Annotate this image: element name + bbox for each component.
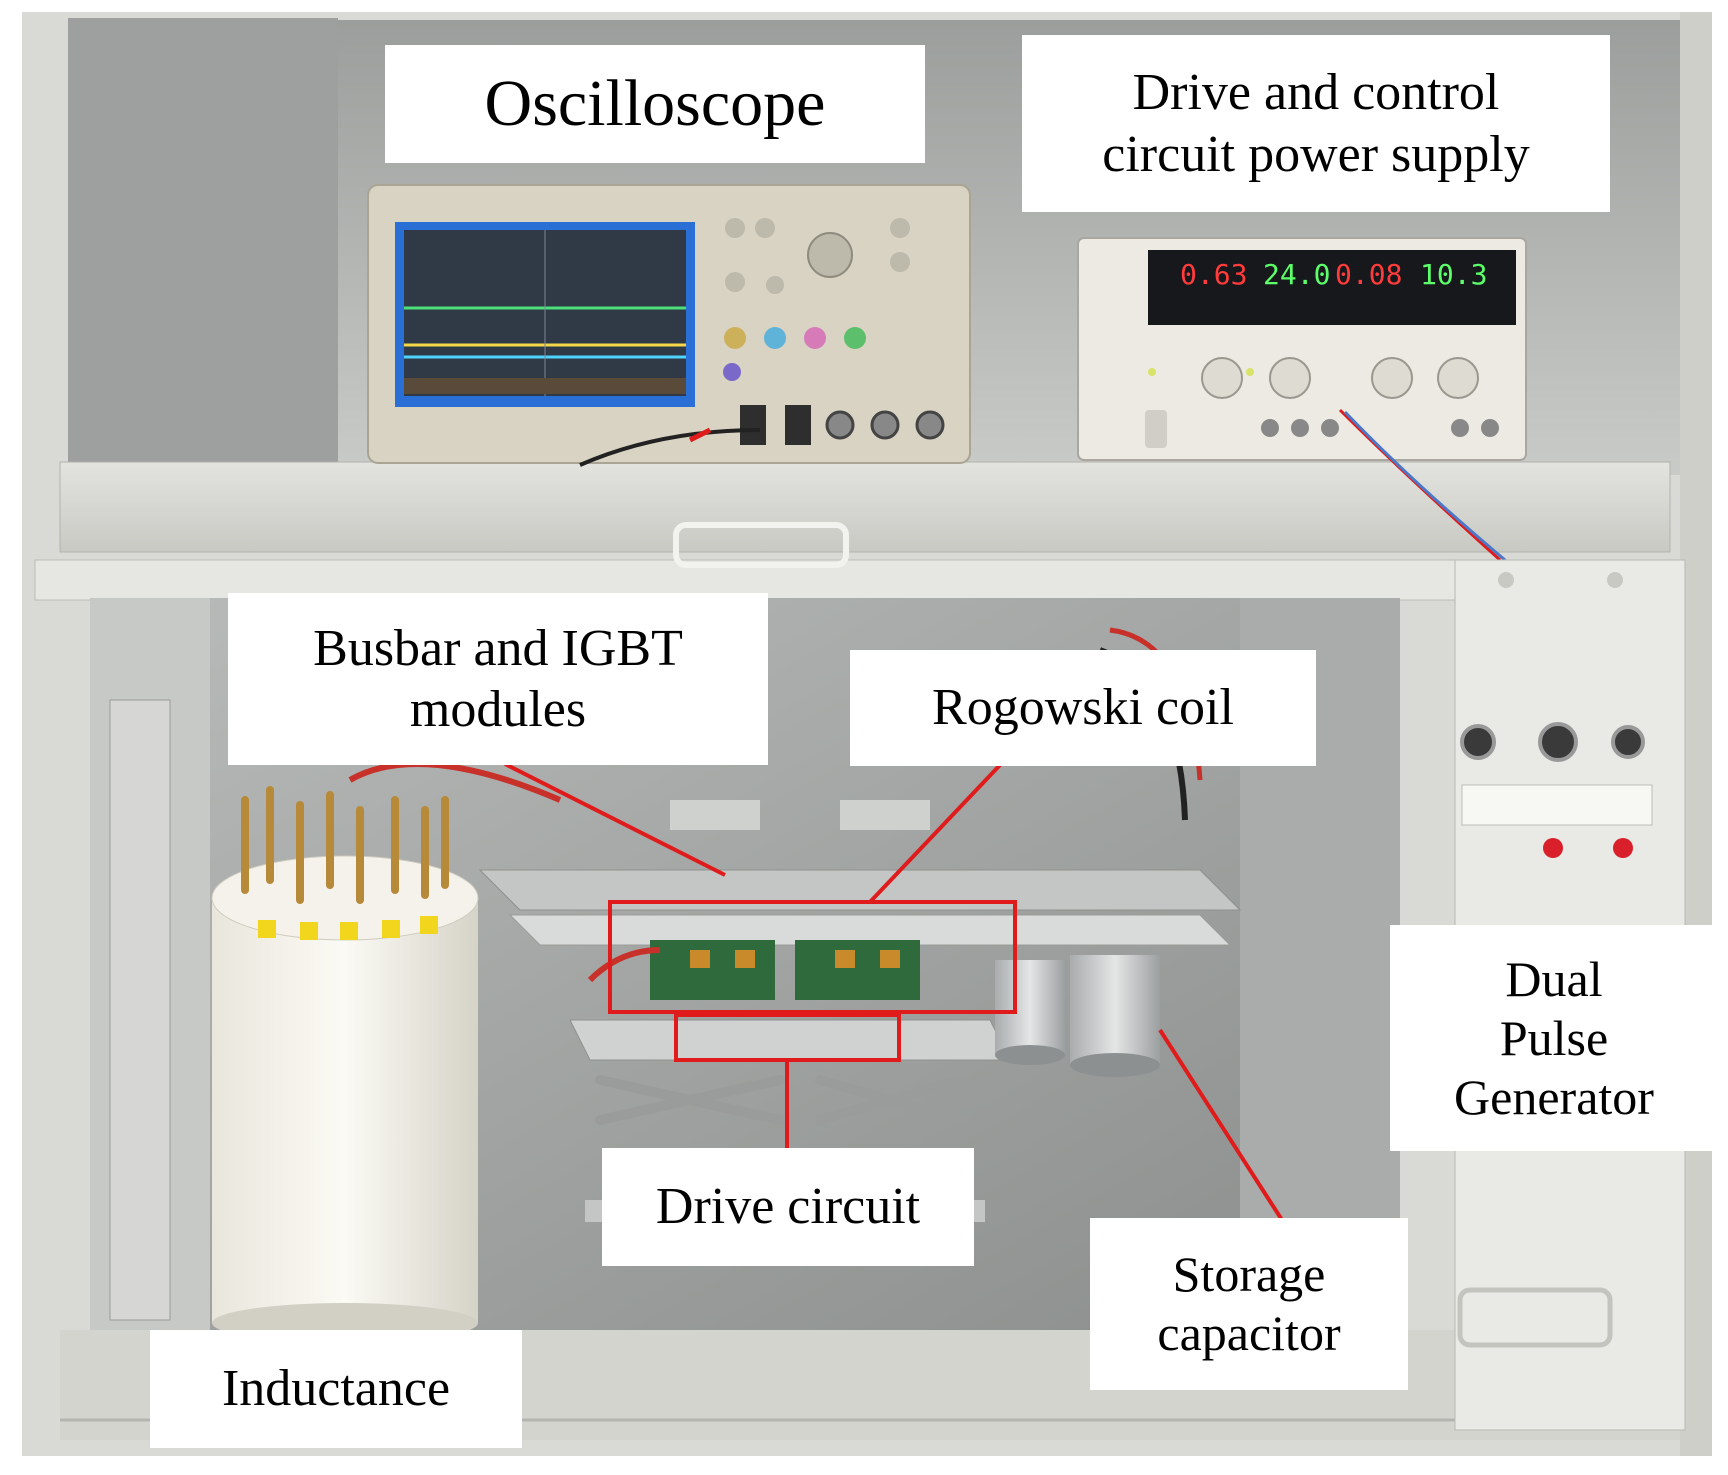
label-rogowski-coil: Rogowski coil (850, 650, 1316, 766)
label-busbar-igbt: Busbar and IGBT modules (228, 593, 768, 765)
readout-1: 0.63 (1180, 258, 1247, 291)
label-rogowski-text: Rogowski coil (932, 679, 1234, 737)
label-busbar-line1: Busbar and IGBT (313, 619, 683, 677)
label-inductance-text: Inductance (221, 1360, 451, 1418)
label-power-supply-line2: circuit power supply (1102, 125, 1530, 183)
readout-3: 0.08 (1335, 258, 1402, 291)
callout-lines (504, 762, 1284, 1222)
label-dual-line2: Pulse (1499, 1009, 1609, 1066)
label-oscilloscope: Oscilloscope (385, 45, 925, 163)
label-storage-line1: Storage (1172, 1246, 1326, 1302)
rogowski-callout-box (608, 900, 1017, 1014)
label-power-supply-line1: Drive and control (1132, 64, 1500, 122)
readout-4: 10.3 (1420, 258, 1487, 291)
readout-2: 24.0 (1263, 258, 1330, 291)
busbar-callout-line (504, 762, 726, 877)
oscilloscope-device (367, 184, 971, 467)
power-supply-device: 0.63 24.0 0.08 10.3 (1077, 237, 1527, 562)
label-power-supply: Drive and control circuit power supply (1022, 35, 1610, 212)
label-dual-line1: Dual (1505, 950, 1603, 1007)
label-drive-circuit-text: Drive circuit (655, 1178, 921, 1236)
label-inductance: Inductance (150, 1330, 522, 1448)
rogowski-callout-line (868, 763, 1002, 904)
label-storage-capacitor: Storage capacitor (1090, 1218, 1408, 1390)
label-busbar-line2: modules (409, 681, 587, 738)
label-dual-pulse-generator: Dual Pulse Generator (1390, 925, 1718, 1151)
label-storage-line2: capacitor (1157, 1305, 1341, 1361)
label-dual-line3: Generator (1454, 1068, 1654, 1125)
storage-callout-line (1158, 1028, 1284, 1222)
label-oscilloscope-text: Oscilloscope (484, 67, 826, 141)
label-drive-circuit: Drive circuit (602, 1148, 974, 1266)
